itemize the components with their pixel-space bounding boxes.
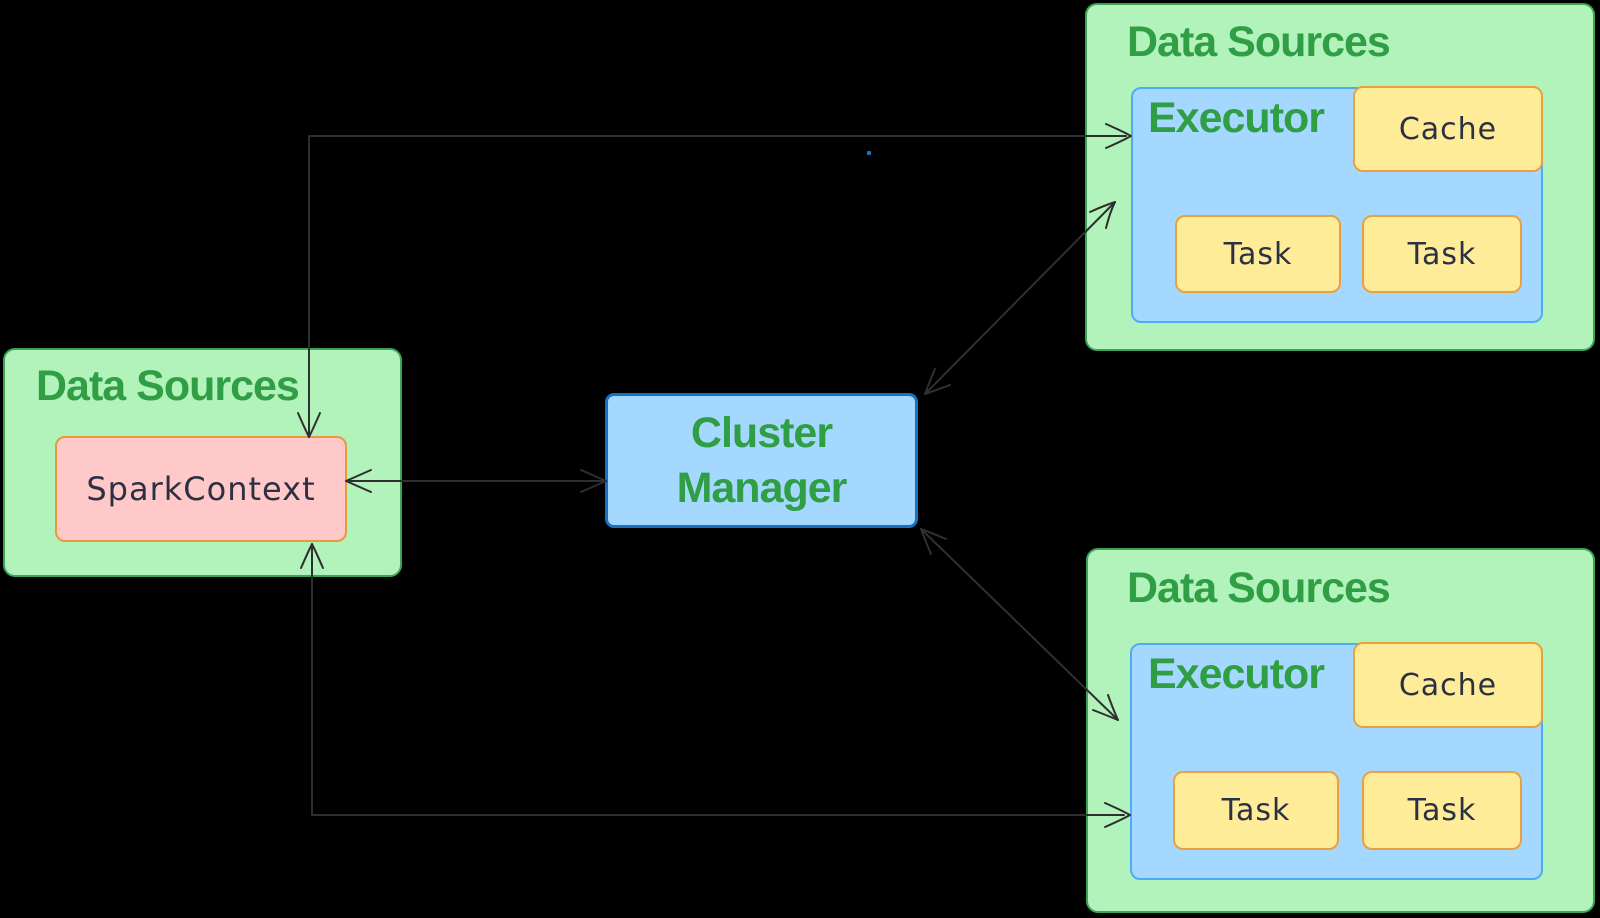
cluster-manager-label-line2: Manager [676,463,848,512]
cache-bottom-label: Cache [1398,667,1498,703]
spark-context-node: SparkContext [55,436,347,542]
cache-node-bottom: Cache [1353,642,1543,728]
driver-group-title: Data Sources [36,362,300,410]
executor-group-bottom-title: Data Sources [1127,564,1391,612]
cluster-manager-node: Cluster Manager [605,393,918,528]
cache-top-label: Cache [1398,111,1498,147]
arrow-sparkcontext-bottom-executor [300,543,1131,828]
cache-node-top: Cache [1353,86,1543,172]
executor-group-top-title: Data Sources [1127,18,1391,66]
stray-blue-dot [867,151,871,155]
task-node-bottom-1: Task [1173,771,1339,850]
executor-top-label: Executor [1148,94,1325,142]
task-bottom-2-label: Task [1407,793,1477,828]
task-node-top-1: Task [1175,215,1341,293]
task-top-1-label: Task [1223,236,1293,272]
task-node-top-2: Task [1362,215,1522,293]
task-top-2-label: Task [1407,236,1477,272]
task-bottom-1-label: Task [1221,793,1291,828]
spark-context-label: SparkContext [86,470,316,508]
executor-bottom-label: Executor [1148,650,1325,698]
cluster-manager-label-line1: Cluster [690,408,833,457]
arrow-sparkcontext-top-executor [297,123,1132,438]
task-node-bottom-2: Task [1362,771,1522,850]
